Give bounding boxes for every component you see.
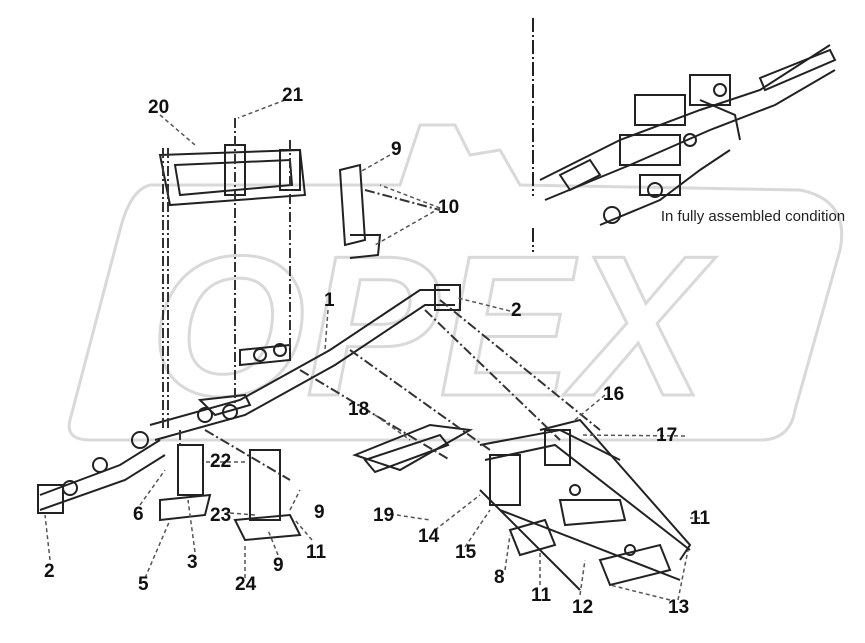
callout-23: 23 — [210, 505, 232, 526]
callout-21: 21 — [282, 85, 304, 106]
callout-19: 19 — [373, 505, 395, 526]
watermark-text: OPEX — [150, 215, 716, 438]
callout-2-upper: 2 — [511, 300, 522, 321]
callout-4: 6 — [133, 504, 144, 525]
assembled-condition-note: In fully assembled condition — [660, 208, 846, 225]
callout-2-lower: 2 — [44, 561, 55, 582]
watermark-logo: OPEX — [67, 123, 844, 442]
callout-13: 13 — [668, 597, 690, 618]
callout-14: 14 — [418, 526, 440, 547]
callout-11-lower: 11 — [531, 585, 552, 606]
callout-16: 16 — [603, 384, 625, 405]
callout-11-right: 11 — [690, 508, 711, 529]
callout-8: 11 — [306, 542, 327, 563]
callout-9-lower: 9 — [273, 555, 284, 576]
callout-6: 9 — [391, 139, 402, 160]
rear-frame — [352, 418, 692, 591]
callout-1: 1 — [324, 290, 335, 311]
support-posts — [159, 444, 302, 542]
callout-9-upper: 9 — [314, 502, 325, 523]
callout-10: 8 — [494, 567, 505, 588]
callout-24: 24 — [235, 574, 257, 595]
callout-15: 15 — [455, 542, 477, 563]
assembled-frame-view — [539, 44, 837, 226]
callout-20: 20 — [148, 97, 170, 118]
upper-cab-frame — [158, 144, 307, 207]
leader-lines — [44, 99, 700, 601]
callout-18: 18 — [348, 399, 370, 420]
main-frame-rails — [37, 284, 461, 514]
bracket-assembly — [338, 163, 382, 259]
callout-17: 17 — [656, 425, 678, 446]
callout-7: 10 — [438, 197, 460, 218]
callout-22: 22 — [210, 451, 232, 472]
callout-3: 3 — [187, 552, 198, 573]
callout-5: 5 — [138, 574, 149, 595]
callout-12: 12 — [572, 597, 594, 618]
projection-lines — [162, 118, 601, 481]
